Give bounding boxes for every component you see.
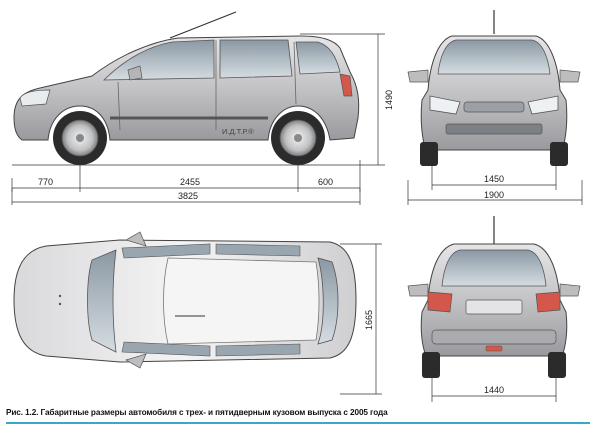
dim-front-overhang: 770 [38, 177, 53, 187]
figure-caption: Рис. 1.2. Габаритные размеры автомобиля … [6, 408, 388, 417]
rear-dimensions [431, 378, 557, 402]
side-dimensions [11, 33, 385, 205]
front-dimensions [407, 166, 583, 205]
dim-width-body: 1665 [364, 310, 374, 330]
top-dimensions [340, 243, 382, 395]
dim-height: 1490 [384, 90, 394, 110]
dim-front-track: 1450 [484, 174, 504, 184]
dim-rear-track: 1440 [484, 385, 504, 395]
front-view [407, 10, 581, 166]
dim-overall-length: 3825 [178, 191, 198, 201]
caption-rule [6, 422, 590, 424]
top-view [13, 231, 357, 369]
dim-rear-overhang: 600 [318, 177, 333, 187]
side-view: И.Д.Т.Р.® [13, 11, 360, 165]
watermark: И.Д.Т.Р.® [222, 127, 254, 136]
dim-overall-width: 1900 [484, 190, 504, 200]
rear-view [407, 216, 581, 378]
dim-wheelbase: 2455 [180, 177, 200, 187]
